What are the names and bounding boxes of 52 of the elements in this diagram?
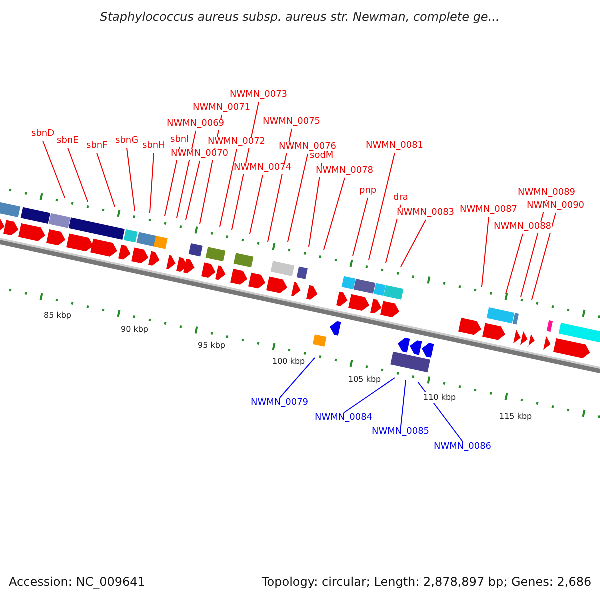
genome-summary-text: Topology: circular; Length: 2,878,897 bp; Genes: 2,686: [262, 575, 592, 589]
scale-label: 105 kbp: [348, 374, 382, 385]
leader-line: [506, 234, 524, 294]
gene-label: NWMN_0075: [263, 117, 321, 128]
accession-text: Accession: NC_009641: [9, 575, 146, 589]
title: Staphylococcus aureus subsp. aureus str. Newman, complete ge...: [100, 10, 500, 25]
gene-label: NWMN_0076: [279, 142, 337, 153]
scale-label: 115 kbp: [500, 411, 532, 422]
gene-label: NWMN_0071: [193, 103, 251, 114]
gene-label: NWMN_0084: [315, 413, 373, 424]
leader-line: [42, 140, 66, 198]
gene-label: NWMN_0079: [251, 398, 309, 409]
leader-line: [400, 380, 406, 428]
leader-line: [186, 160, 200, 220]
leader-line: [176, 130, 196, 218]
leader-line: [308, 162, 322, 248]
scale-label: 100 kbp: [272, 356, 306, 367]
scale-label: 95 kbp: [198, 340, 226, 351]
gene-label: NWMN_0088: [494, 222, 552, 233]
leader-line: [352, 198, 368, 256]
gene-label: NWMN_0090: [527, 201, 585, 212]
gene-label: NWMN_0083: [397, 208, 455, 219]
leader-line: [280, 358, 316, 398]
gene-label: NWMN_0081: [366, 141, 424, 152]
gene-label: NWMN_0072: [208, 137, 266, 148]
leader-line: [96, 152, 116, 208]
leader-line: [368, 152, 396, 260]
scale-label: 110 kbp: [424, 392, 456, 403]
leader-line: [126, 148, 136, 212]
gene-label: NWMN_0078: [316, 166, 374, 177]
scale-label: 90 kbp: [121, 324, 149, 335]
scale-label: 85 kbp: [44, 310, 72, 321]
gene-label: NWMN_0085: [372, 427, 430, 438]
leader-line: [220, 148, 238, 228]
leader-line: [482, 216, 490, 288]
leader-line: [344, 378, 396, 414]
leader-line: [68, 148, 88, 202]
leader-line: [150, 152, 154, 214]
leader-line: [288, 154, 308, 242]
gene-label: NWMN_0073: [230, 90, 288, 101]
leader-line: [324, 178, 346, 250]
gene-label: NWMN_0087: [460, 205, 518, 216]
leader-line: [164, 146, 180, 216]
gene-label: NWMN_0089: [518, 188, 576, 199]
gene-label: pnp: [360, 186, 377, 197]
leader-line: [400, 220, 426, 268]
leader-line: [532, 212, 556, 300]
leader-line: [250, 174, 264, 234]
gene-label: NWMN_0069: [167, 119, 225, 130]
gene-label: NWMN_0070: [171, 149, 229, 160]
gene-label: NWMN_0086: [434, 442, 492, 453]
gene-label: NWMN_0074: [234, 163, 292, 174]
